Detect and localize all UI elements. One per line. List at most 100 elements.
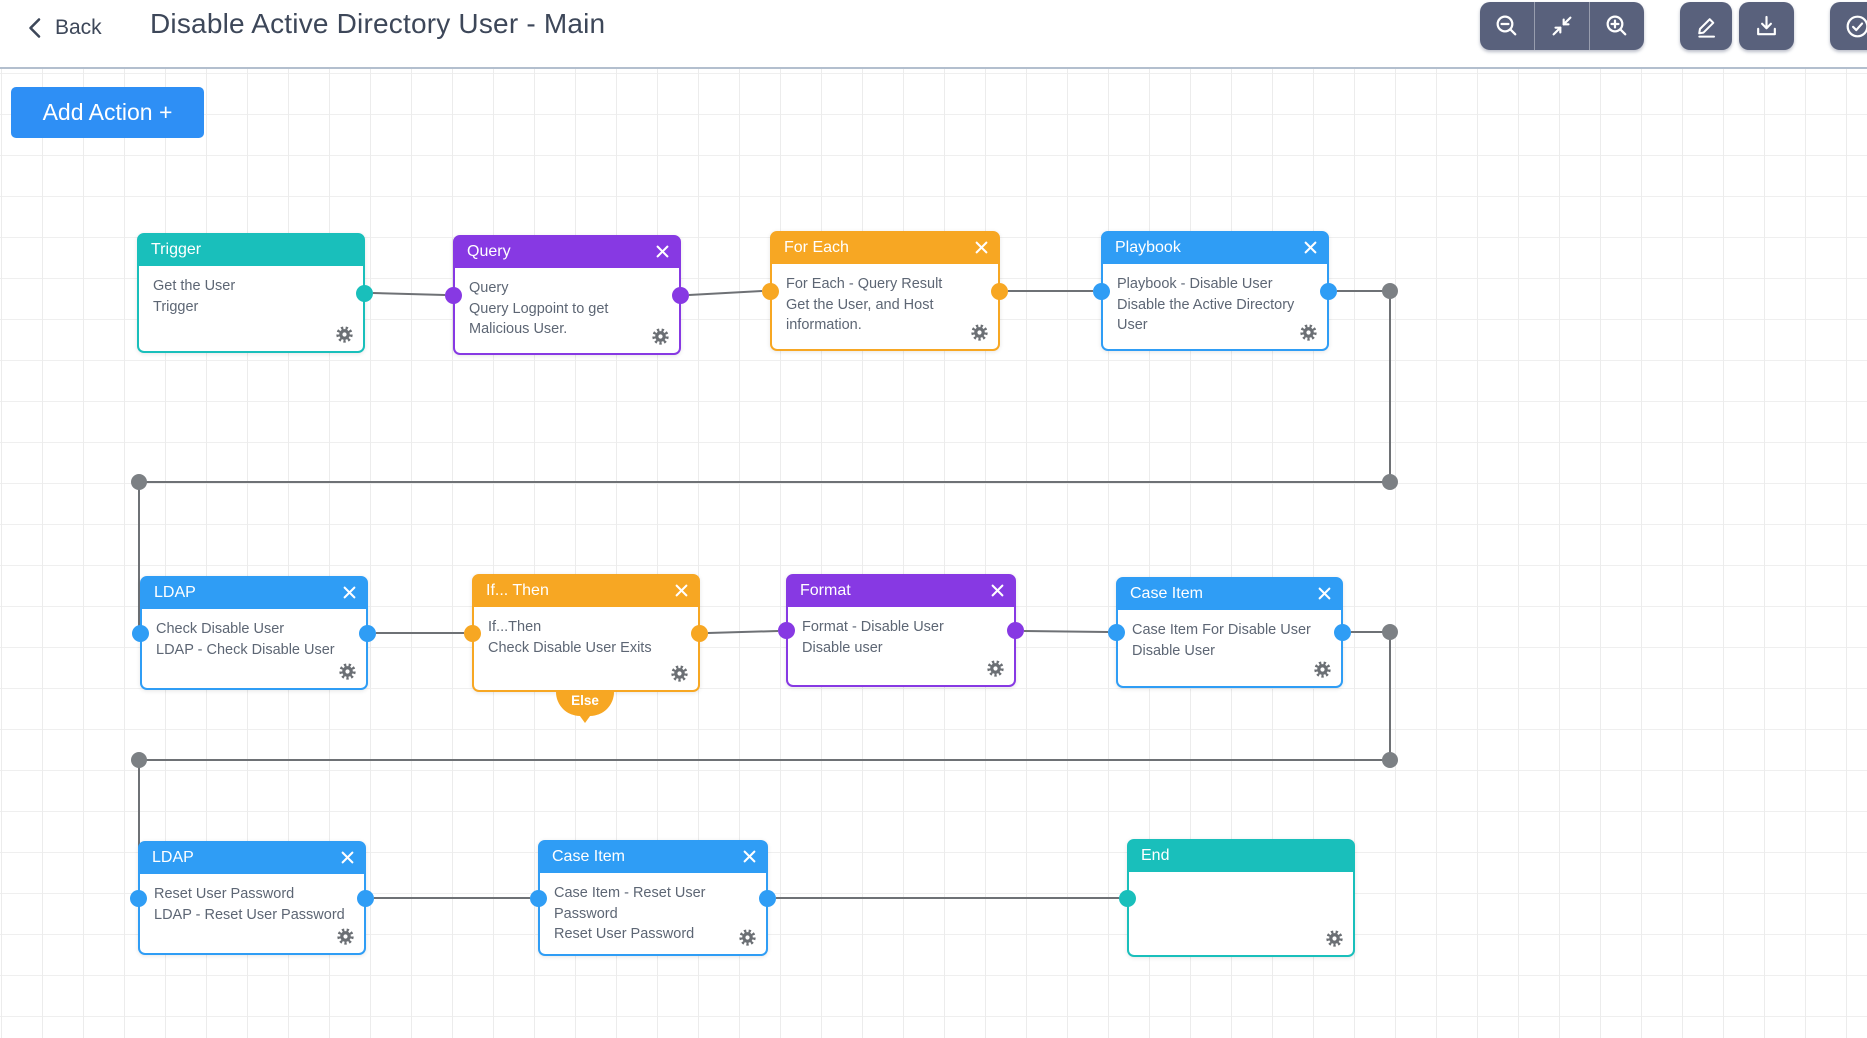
back-chevron-icon (26, 17, 45, 39)
node-line: Check Disable User Exits (488, 639, 652, 656)
node-case-item-reset[interactable]: Case Item Case Item - Reset User Passwor… (530, 840, 776, 956)
node-playbook[interactable]: Playbook Playbook - Disable User Disable… (1093, 231, 1337, 351)
node-header: LDAP (141, 577, 367, 609)
add-action-button[interactable]: Add Action + (11, 87, 204, 138)
workflow-canvas[interactable]: Add Action + Trigger Get the User Trigge… (0, 69, 1867, 1038)
settings-gear-icon[interactable] (336, 927, 355, 946)
input-port[interactable] (778, 622, 795, 639)
settings-gear-icon[interactable] (970, 323, 989, 342)
node-body: Format - Disable User Disable user (788, 607, 1014, 666)
junction-dot (1382, 624, 1398, 640)
close-icon[interactable] (975, 241, 988, 254)
node-body: Get the User Trigger (139, 266, 363, 325)
node-query[interactable]: Query Query Query Logpoint to get Malici… (445, 235, 689, 355)
settings-gear-icon[interactable] (1299, 323, 1318, 342)
node-header: Case Item (1117, 578, 1342, 610)
junction-dot (1382, 752, 1398, 768)
back-label: Back (55, 16, 102, 39)
output-port[interactable] (759, 889, 776, 907)
node-format[interactable]: Format Format - Disable User Disable use… (778, 574, 1024, 687)
close-icon[interactable] (1318, 587, 1331, 600)
settings-gear-icon[interactable] (670, 664, 689, 683)
edit-button[interactable] (1680, 2, 1732, 50)
output-port[interactable] (1007, 622, 1024, 639)
node-header: Playbook (1102, 232, 1328, 264)
node-line: Format - Disable User (802, 619, 944, 635)
zoom-in-button[interactable] (1589, 2, 1644, 50)
settings-gear-icon[interactable] (651, 327, 670, 346)
node-header: LDAP (139, 842, 365, 874)
input-port[interactable] (464, 624, 481, 642)
input-port[interactable] (530, 889, 547, 907)
check-circle-icon (1844, 13, 1867, 40)
close-icon[interactable] (343, 586, 356, 599)
node-body: If...Then Check Disable User Exits (474, 607, 698, 666)
input-port[interactable] (762, 282, 779, 300)
node-header: End (1128, 840, 1354, 872)
connector-layer (131, 283, 1398, 899)
input-port[interactable] (132, 624, 149, 642)
node-ldap-reset[interactable]: LDAP Reset User Password LDAP - Reset Us… (130, 841, 374, 955)
node-title: LDAP (154, 583, 196, 601)
input-port[interactable] (1108, 624, 1125, 641)
node-line: Check Disable User (156, 621, 285, 637)
close-icon[interactable] (341, 851, 354, 864)
input-port[interactable] (1119, 889, 1136, 907)
settings-gear-icon[interactable] (335, 325, 354, 344)
node-body: Query Query Logpoint to get Malicious Us… (455, 268, 679, 348)
node-line: Disable the Active Directory User (1117, 296, 1295, 334)
node-trigger[interactable]: Trigger Get the User Trigger (137, 233, 373, 353)
node-header: Trigger (138, 234, 364, 266)
close-icon[interactable] (991, 584, 1004, 597)
output-port[interactable] (991, 282, 1008, 300)
output-port[interactable] (357, 889, 374, 907)
node-title: Trigger (151, 240, 202, 258)
node-body: Case Item - Reset User Password Reset Us… (540, 873, 766, 953)
node-line: Disable user (802, 639, 883, 656)
node-line: Query (469, 280, 509, 296)
node-header: If... Then (473, 575, 699, 607)
close-icon[interactable] (656, 245, 669, 258)
input-port[interactable] (445, 286, 462, 304)
output-port[interactable] (1334, 624, 1351, 641)
zoom-out-icon (1494, 13, 1520, 39)
close-icon[interactable] (1304, 241, 1317, 254)
download-button[interactable] (1739, 2, 1794, 50)
settings-gear-icon[interactable] (1325, 929, 1344, 948)
node-line: Reset User Password (154, 886, 295, 902)
node-line: Case Item For Disable User (1132, 622, 1311, 638)
node-if-then[interactable]: If... Then If...Then Check Disable User … (464, 574, 708, 692)
junction-dot (131, 752, 147, 768)
close-icon[interactable] (743, 850, 756, 863)
settings-gear-icon[interactable] (738, 928, 757, 947)
node-body: Case Item For Disable User Disable User (1118, 610, 1341, 669)
node-end[interactable]: End (1119, 839, 1355, 957)
junction-dot (1382, 474, 1398, 490)
output-port[interactable] (1320, 282, 1337, 300)
output-port[interactable] (359, 624, 376, 642)
settings-gear-icon[interactable] (1313, 660, 1332, 679)
node-line: For Each - Query Result (786, 276, 943, 292)
output-port[interactable] (356, 284, 373, 302)
input-port[interactable] (130, 889, 147, 907)
node-title: For Each (784, 238, 849, 256)
settings-gear-icon[interactable] (338, 662, 357, 681)
close-icon[interactable] (675, 584, 688, 597)
back-button[interactable]: Back (26, 16, 102, 40)
input-port[interactable] (1093, 282, 1110, 300)
zoom-out-button[interactable] (1480, 2, 1534, 50)
output-port[interactable] (672, 286, 689, 304)
output-port[interactable] (691, 624, 708, 642)
connector (707, 630, 779, 634)
page-title: Disable Active Directory User - Main (150, 8, 606, 39)
validate-button[interactable] (1830, 2, 1867, 50)
node-case-item-disable[interactable]: Case Item Case Item For Disable User Dis… (1108, 577, 1351, 688)
node-title: Playbook (1115, 238, 1181, 256)
node-title: Case Item (1130, 584, 1203, 602)
top-bar: Back Disable Active Directory User - Mai… (0, 0, 1867, 69)
node-for-each[interactable]: For Each For Each - Query Result Get the… (762, 231, 1008, 351)
node-title: End (1141, 846, 1170, 864)
fit-view-button[interactable] (1534, 2, 1589, 50)
settings-gear-icon[interactable] (986, 659, 1005, 678)
node-ldap-check[interactable]: LDAP Check Disable User LDAP - Check Dis… (132, 576, 376, 690)
